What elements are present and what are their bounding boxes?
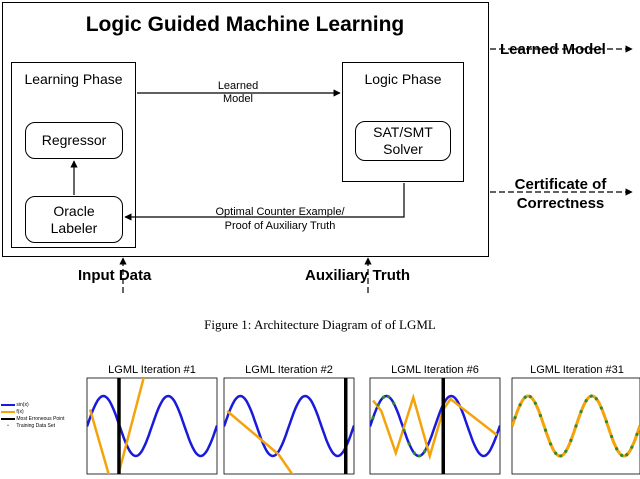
diagram-title: Logic Guided Machine Learning (85, 13, 405, 36)
training-point (609, 434, 614, 439)
plot-panel-4 (511, 377, 640, 475)
sin-curve (370, 394, 500, 458)
training-point (625, 453, 629, 457)
solver-label: SAT/SMT Solver (373, 124, 433, 157)
training-point (417, 454, 422, 458)
training-point (402, 428, 406, 432)
learned-model-arrow-label: Learned Model (217, 80, 259, 105)
plot-title-4: LGML Iteration #31 (530, 364, 624, 376)
training-point (381, 395, 386, 399)
plot-panel-1 (86, 377, 218, 475)
training-point (518, 403, 522, 407)
legend-entry-fx: f(x) (1, 409, 83, 416)
training-point (392, 401, 396, 405)
training-point (523, 395, 527, 399)
training-point (574, 424, 578, 428)
model-curve (226, 410, 294, 474)
sin-curve (87, 394, 217, 458)
output-learned-model: Learned Model (500, 41, 606, 58)
training-point (549, 442, 553, 446)
plot-title-2: LGML Iteration #2 (245, 364, 333, 376)
model-curve (88, 378, 145, 474)
legend-entry-error: Most Erroneous Point (1, 416, 83, 423)
output-certificate-line1: Certificate of (514, 176, 607, 193)
training-point (589, 394, 593, 398)
training-point (604, 420, 609, 424)
training-point (559, 454, 563, 458)
training-point (584, 399, 588, 403)
training-point (386, 395, 391, 399)
training-point (554, 451, 558, 455)
plot-legend: sin(x) f(x) Most Erroneous Point • Train… (1, 402, 83, 430)
counter-example-label: Optimal Counter Example/ (215, 206, 345, 218)
training-point (615, 447, 619, 451)
training-point (635, 432, 639, 436)
training-point (579, 410, 583, 414)
logic-phase-title: Logic Phase (364, 71, 442, 87)
training-point (533, 401, 537, 405)
input-data-label: Input Data (78, 267, 152, 284)
legend-entry-train: • Training Data Set (7, 423, 56, 429)
plot-title-3: LGML Iteration #6 (391, 364, 479, 376)
training-point (564, 449, 568, 453)
training-point (528, 395, 532, 399)
figure-caption: Figure 1: Architecture Diagram of of LGM… (204, 317, 436, 332)
legend-entry-sin: sin(x) (1, 402, 83, 409)
learning-phase-title: Learning Phase (24, 71, 123, 87)
model-curve (372, 393, 498, 461)
solver-box: SAT/SMT Solver (355, 121, 451, 161)
counter-example-arrow (124, 183, 405, 221)
sin-curve (224, 394, 354, 458)
training-point (599, 406, 603, 410)
training-point (538, 413, 543, 418)
training-point (620, 453, 624, 457)
training-point (371, 416, 375, 420)
training-point (630, 445, 634, 449)
training-point (407, 442, 411, 446)
plot-panel-2 (223, 377, 355, 475)
training-point (594, 397, 598, 401)
training-point (423, 449, 427, 453)
training-point (412, 451, 416, 455)
oracle-label-line: Oracle Labeler (50, 202, 98, 236)
training-point (513, 416, 517, 420)
training-point (569, 438, 573, 442)
proof-label: Proof of Auxiliary Truth (224, 220, 336, 232)
regressor-box: Regressor (25, 122, 123, 159)
training-point (543, 428, 548, 432)
oracle-labeler-box: Oracle Labeler (25, 196, 123, 243)
plot-title-1: LGML Iteration #1 (108, 364, 196, 376)
output-certificate-line2: Correctness (516, 195, 605, 212)
plot-panel-3 (369, 377, 501, 475)
auxiliary-truth-label: Auxiliary Truth (305, 267, 411, 284)
training-point (376, 403, 380, 407)
